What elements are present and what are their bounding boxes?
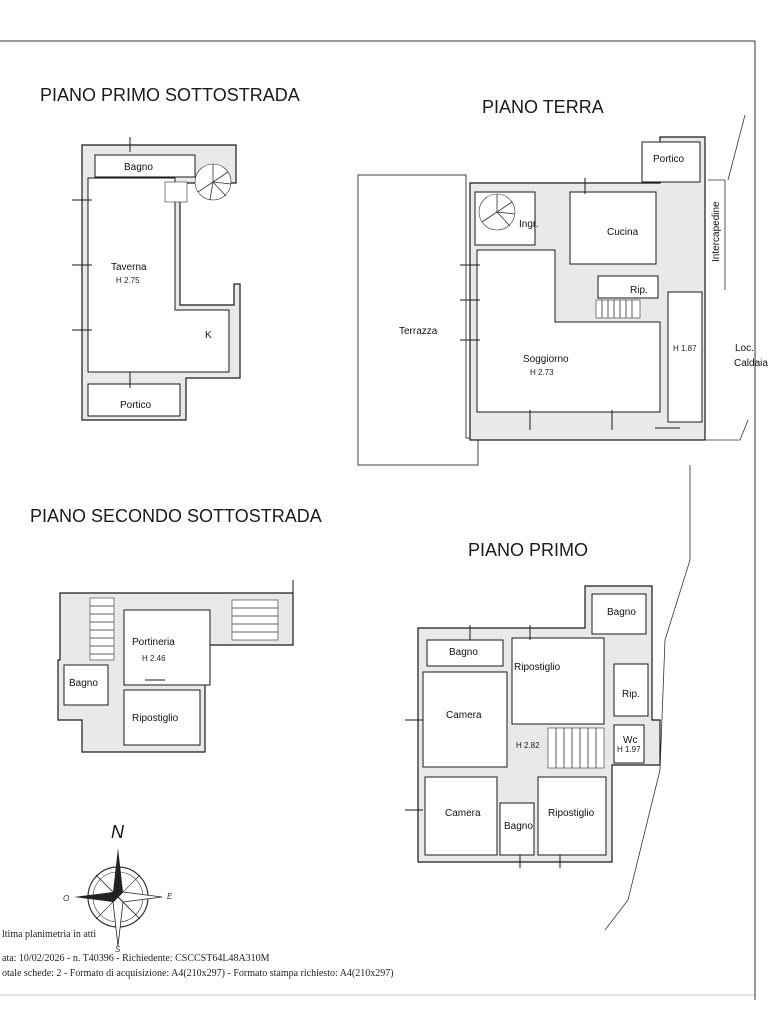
staircase-secondo-right-steps bbox=[232, 607, 278, 633]
ripostiglio2-room bbox=[537, 776, 607, 856]
rip-primo-room bbox=[613, 663, 649, 717]
title-secondo-sottostrada: PIANO SECONDO SOTTOSTRADA bbox=[30, 506, 322, 526]
cucina-room bbox=[569, 191, 657, 265]
compass-east-arrow bbox=[117, 891, 163, 903]
compass-east-label: E bbox=[167, 892, 173, 901]
compass-sw-point bbox=[95, 896, 119, 920]
label-camera2: Camera bbox=[445, 808, 481, 819]
locale-caldaia-room bbox=[667, 291, 703, 423]
label-intercapedine: Intercapedine bbox=[711, 201, 722, 262]
straight-staircase-terra bbox=[595, 299, 641, 319]
height-primo: H 2.82 bbox=[516, 741, 540, 750]
plan-piano-primo: PIANO PRIMO Bagno Bagno Ripostiglio Rip.… bbox=[405, 465, 691, 931]
stair-landing bbox=[164, 181, 188, 203]
staircase-primo-steps bbox=[555, 728, 597, 768]
bagno-secondo-room bbox=[63, 664, 109, 706]
title-piano-primo: PIANO PRIMO bbox=[468, 540, 588, 560]
compass-north-arrow bbox=[113, 848, 123, 897]
portico-room bbox=[87, 383, 181, 417]
label-cucina: Cucina bbox=[607, 227, 639, 238]
compass-ne-point bbox=[117, 874, 141, 898]
label-ingresso: Ingr. bbox=[519, 219, 538, 230]
spiral-staircase-terra-steps bbox=[481, 194, 516, 227]
label-ripostiglio-secondo: Ripostiglio bbox=[132, 713, 179, 724]
footer-line-3: otale schede: 2 - Formato di acquisizion… bbox=[2, 968, 394, 979]
label-rip-terra: Rip. bbox=[630, 285, 648, 296]
intercapedine-strip bbox=[708, 114, 746, 290]
label-ripostiglio2: Ripostiglio bbox=[548, 808, 595, 819]
title-primo-sottostrada: PIANO PRIMO SOTTOSTRADA bbox=[40, 85, 300, 105]
label-bagno-primo-top: Bagno bbox=[449, 647, 478, 658]
compass-rose: N E O S bbox=[63, 822, 173, 954]
compass-north-label: N bbox=[111, 822, 125, 842]
staircase-primo bbox=[547, 727, 605, 769]
label-bagno-primo: Bagno bbox=[607, 607, 636, 618]
footer-line-2: ata: 10/02/2026 - n. T40396 - Richiedent… bbox=[2, 953, 270, 964]
height-locale: H 1.87 bbox=[673, 344, 697, 353]
plan-piano-terra: PIANO TERRA Portico Ingr. Cucina Interca… bbox=[357, 97, 768, 466]
bagno2-room bbox=[499, 802, 535, 856]
title-piano-terra: PIANO TERRA bbox=[482, 97, 604, 117]
staircase-secondo-right bbox=[231, 599, 279, 641]
camera-primo-room bbox=[422, 671, 508, 768]
compass-west-label: O bbox=[63, 894, 69, 903]
height-taverna: H 2.75 bbox=[116, 276, 140, 285]
external-ground-line bbox=[705, 419, 749, 441]
terrazza-area bbox=[357, 174, 479, 466]
exterior-contour-line bbox=[604, 465, 691, 931]
plan-primo-sottostrada: PIANO PRIMO SOTTOSTRADA Bagno Taverna H … bbox=[40, 85, 300, 421]
compass-nw-se-line bbox=[95, 874, 141, 920]
rip-terra-room bbox=[597, 275, 659, 299]
camera2-room bbox=[424, 776, 498, 856]
label-soggiorno: Soggiorno bbox=[523, 354, 569, 365]
label-k: K bbox=[205, 330, 212, 341]
ripostiglio-secondo-room bbox=[123, 689, 201, 746]
wc-room bbox=[613, 724, 645, 764]
portineria-room bbox=[123, 609, 211, 686]
label-camera-primo: Camera bbox=[446, 710, 482, 721]
label-bagno: Bagno bbox=[124, 162, 153, 173]
staircase-secondo-left bbox=[89, 597, 115, 661]
footer-line-1: ltima planimetria in atti bbox=[2, 929, 96, 940]
label-portineria: Portineria bbox=[132, 637, 175, 648]
height-portineria: H 2.46 bbox=[142, 654, 166, 663]
height-wc: H 1.97 bbox=[617, 745, 641, 754]
label-portico-terra: Portico bbox=[653, 154, 685, 165]
label-wc: Wc bbox=[623, 735, 637, 746]
compass-west-arrow bbox=[74, 892, 118, 902]
soggiorno-room bbox=[476, 249, 661, 413]
plan-secondo-sottostrada: PIANO SECONDO SOTTOSTRADA Portineria H 2… bbox=[30, 506, 322, 753]
label-taverna: Taverna bbox=[111, 262, 147, 273]
bagno-primo-top-right bbox=[591, 593, 647, 635]
label-ripostiglio-primo: Ripostiglio bbox=[514, 662, 561, 673]
ripostiglio-primo-room bbox=[511, 637, 605, 725]
label-bagno-secondo: Bagno bbox=[69, 678, 98, 689]
label-bagno2: Bagno bbox=[504, 821, 533, 832]
taverna-room bbox=[87, 177, 230, 373]
label-terrazza: Terrazza bbox=[399, 326, 438, 337]
bagno-primo-top-left bbox=[426, 639, 504, 667]
staircase-terra-steps bbox=[601, 300, 633, 318]
compass-south-label: S bbox=[115, 945, 121, 954]
staircase-secondo-left-steps bbox=[90, 605, 114, 655]
portico-terra-room bbox=[641, 141, 701, 183]
label-caldaia: Caldaia bbox=[734, 358, 768, 369]
spiral-staircase-steps bbox=[197, 164, 232, 201]
label-rip-primo: Rip. bbox=[622, 689, 640, 700]
height-soggiorno: H 2.73 bbox=[530, 368, 554, 377]
bagno-room bbox=[94, 154, 196, 178]
label-loc: Loc. bbox=[735, 343, 754, 354]
label-portico-primo-sottostrada: Portico bbox=[120, 400, 152, 411]
